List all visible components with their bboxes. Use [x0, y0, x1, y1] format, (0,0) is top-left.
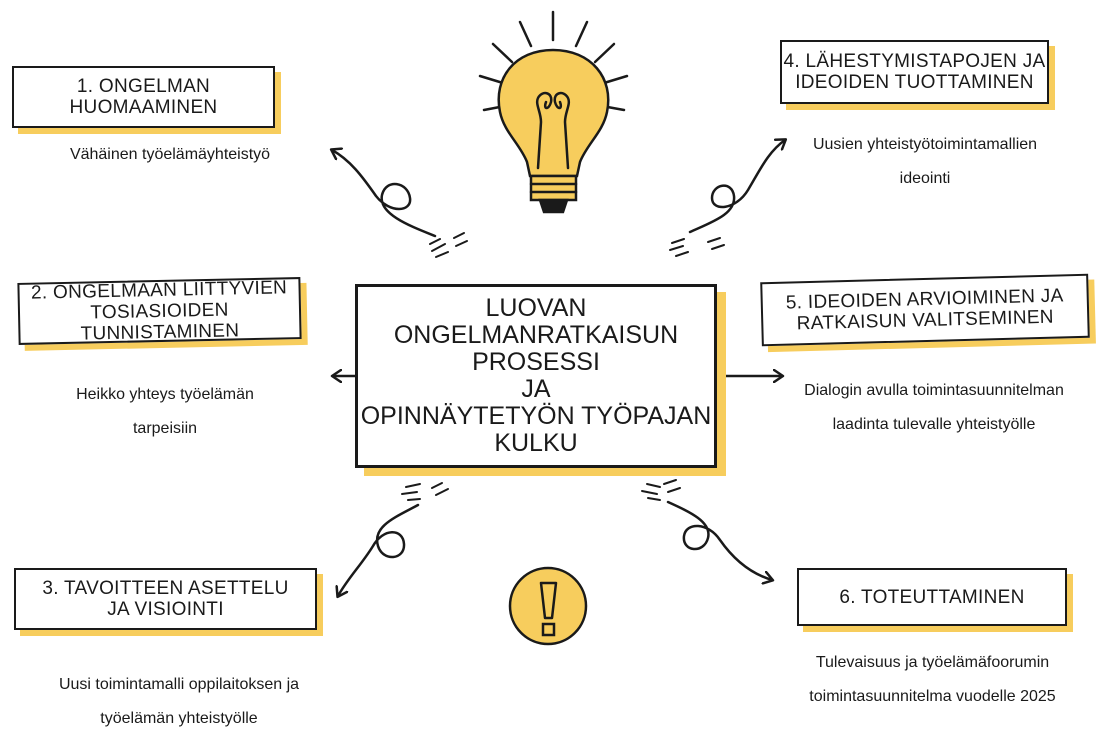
curly-arrow-icon: [332, 150, 437, 238]
step-2-note: Heikko yhteys työelämän tarpeisiin: [30, 378, 300, 446]
lightbulb-icon: [478, 10, 629, 214]
step-3-note-line: työelämän yhteistyölle: [100, 710, 258, 727]
step-4-note: Uusien yhteistyötoimintamallien ideointi: [775, 128, 1075, 196]
center-title-line: OPINNÄYTETYÖN TYÖPAJAN: [360, 402, 712, 430]
step-4-title-line: 4. LÄHESTYMISTAPOJEN JA: [783, 51, 1046, 72]
step-6-title-line: 6. TOTEUTTAMINEN: [839, 586, 1025, 608]
sketch-marks: [401, 232, 725, 501]
step-1-box: 1. ONGELMAN HUOMAAMINEN: [12, 66, 275, 128]
step-4-note-line: ideointi: [899, 170, 951, 187]
step-4-note-line: Uusien yhteistyötoimintamallien: [812, 136, 1038, 153]
step-6-box: 6. TOTEUTTAMINEN: [797, 568, 1067, 626]
center-title-line: PROSESSI: [472, 348, 600, 376]
step-5-note-line: laadinta tulevalle yhteistyölle: [832, 416, 1036, 433]
step-2-note-line: Heikko yhteys työelämän: [76, 386, 254, 403]
curly-arrow-icon: [688, 140, 785, 234]
curly-arrow-icon: [666, 500, 772, 580]
step-3-box: 3. TAVOITTEEN ASETTELU JA VISIOINTI: [14, 568, 317, 630]
center-title-line: KULKU: [494, 429, 578, 457]
step-5-box: 5. IDEOIDEN ARVIOIMINEN JA RATKAISUN VAL…: [760, 273, 1090, 347]
step-2-box: 2. ONGELMAAN LIITTYVIEN TOSIASIOIDEN TUN…: [17, 277, 302, 345]
step-2-title-line: TOSIASIOIDEN TUNNISTAMINEN: [80, 299, 240, 345]
step-6-note: Tulevaisuus ja työelämäfoorumin toiminta…: [775, 646, 1090, 714]
center-title-line: LUOVAN ONGELMANRATKAISUN: [393, 294, 679, 349]
step-2-note-line: tarpeisiin: [132, 420, 198, 437]
center-title-box: LUOVAN ONGELMANRATKAISUN PROSESSI JA OPI…: [355, 284, 717, 468]
step-5-note: Dialogin avulla toimintasuunnitelman laa…: [774, 374, 1094, 442]
step-6-note-line: toimintasuunnitelma vuodelle 2025: [809, 688, 1056, 705]
curly-arrow-icon: [338, 503, 420, 596]
step-3-note: Uusi toimintamalli oppilaitoksen ja työe…: [20, 668, 338, 736]
step-1-note: Vähäinen työelämäyhteistyö: [20, 138, 320, 172]
exclamation-icon: [508, 566, 588, 646]
step-1-note-line: Vähäinen työelämäyhteistyö: [69, 146, 271, 163]
step-5-note-line: Dialogin avulla toimintasuunnitelman: [804, 382, 1064, 399]
step-3-note-line: Uusi toimintamalli oppilaitoksen ja: [58, 676, 300, 693]
step-6-note-line: Tulevaisuus ja työelämäfoorumin: [815, 654, 1050, 671]
step-4-box: 4. LÄHESTYMISTAPOJEN JA IDEOIDEN TUOTTAM…: [780, 40, 1049, 104]
center-title-line: JA: [521, 375, 551, 403]
step-3-title-line: 3. TAVOITTEEN ASETTELU: [42, 578, 289, 599]
step-1-title-line: 1. ONGELMAN: [76, 76, 211, 97]
step-1-title-line: HUOMAAMINEN: [69, 97, 218, 118]
step-3-title-line: JA VISIOINTI: [107, 599, 224, 620]
step-4-title-line: IDEOIDEN TUOTTAMINEN: [795, 72, 1034, 93]
